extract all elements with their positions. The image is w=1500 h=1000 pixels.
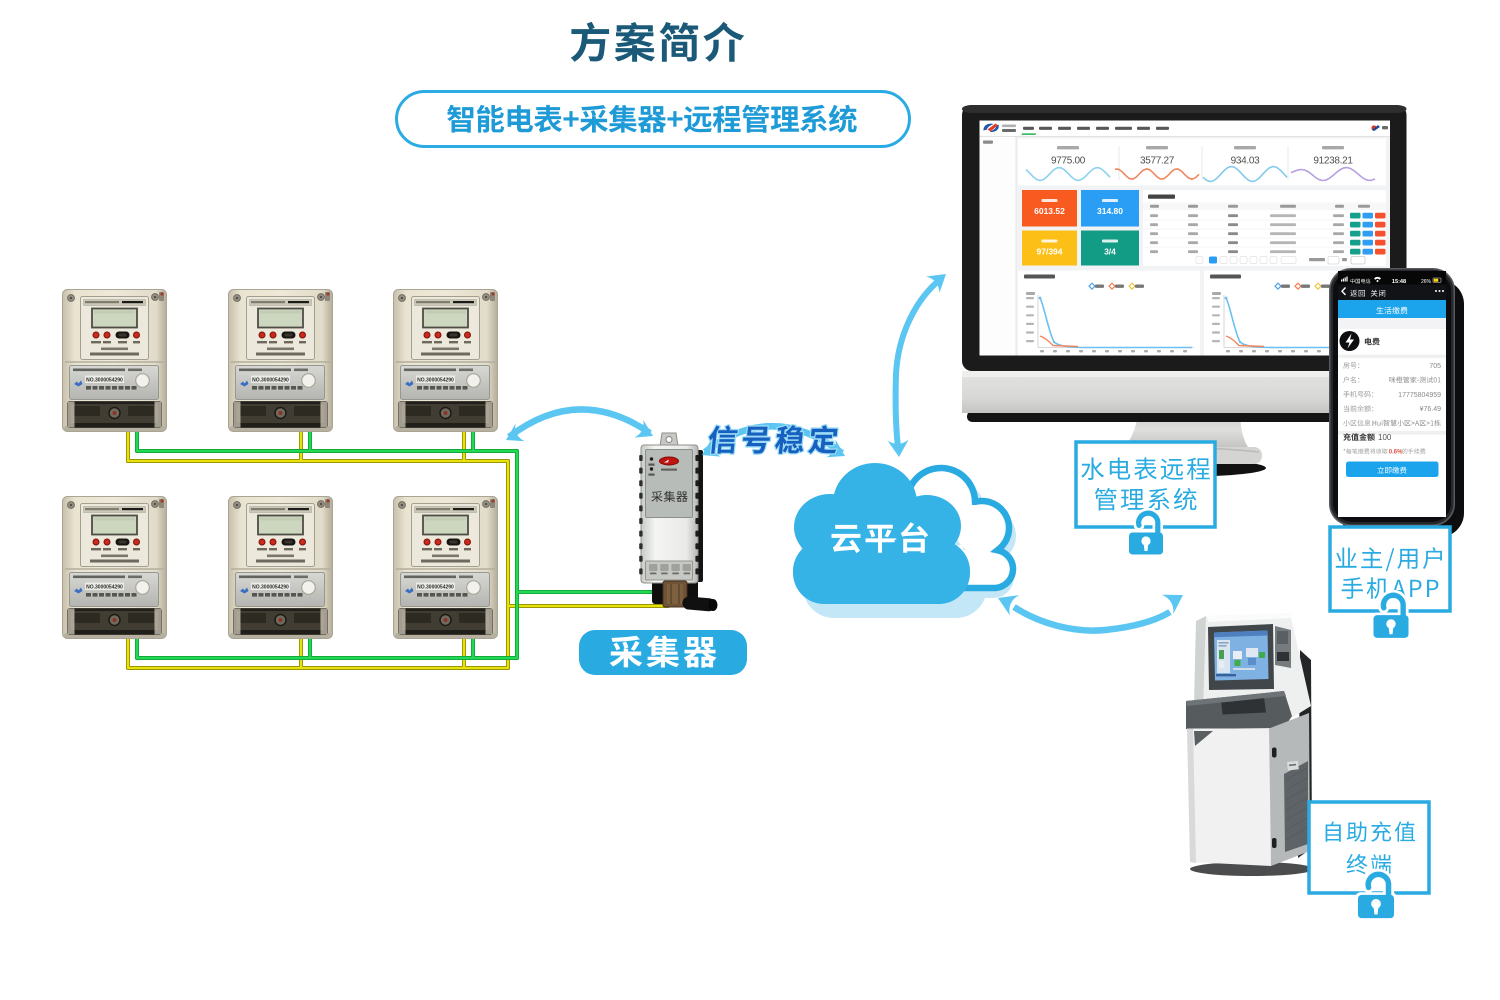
svg-text:3/4: 3/4 bbox=[1104, 247, 1116, 257]
svg-text:97/394: 97/394 bbox=[1037, 247, 1063, 257]
svg-text:934.03: 934.03 bbox=[1231, 156, 1261, 167]
svg-text:17775804959: 17775804959 bbox=[1398, 392, 1441, 399]
svg-text:91238.21: 91238.21 bbox=[1313, 156, 1353, 167]
svg-text:705: 705 bbox=[1429, 363, 1441, 370]
svg-text:15:48: 15:48 bbox=[1392, 279, 1406, 285]
svg-text:314.80: 314.80 bbox=[1097, 206, 1123, 216]
svg-text:9775.00: 9775.00 bbox=[1051, 156, 1086, 167]
svg-text:100: 100 bbox=[1378, 433, 1392, 442]
svg-text:¥76.49: ¥76.49 bbox=[1420, 406, 1442, 413]
svg-text:0.6%: 0.6% bbox=[1389, 450, 1403, 456]
svg-text:3577.27: 3577.27 bbox=[1140, 156, 1175, 167]
svg-text:26%: 26% bbox=[1421, 279, 1432, 285]
svg-text:6013.52: 6013.52 bbox=[1034, 206, 1065, 216]
